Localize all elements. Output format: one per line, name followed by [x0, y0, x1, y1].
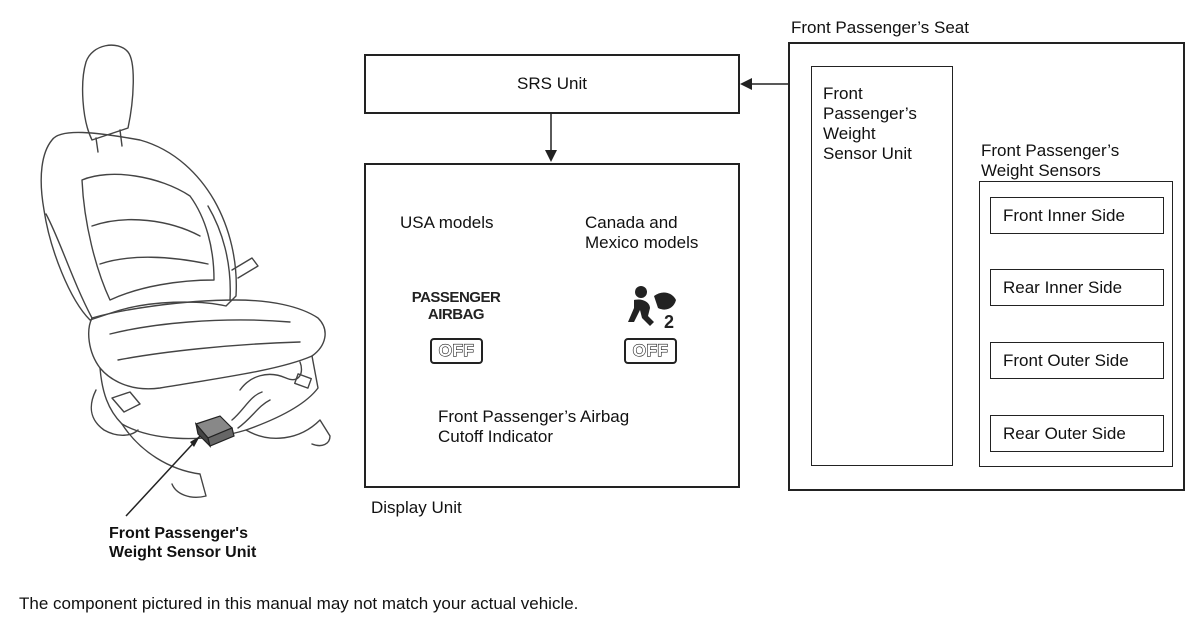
canada-off-indicator: OFF	[624, 338, 677, 364]
srs-unit-box: SRS Unit	[364, 54, 740, 114]
seat-callout-label: Front Passenger's Weight Sensor Unit	[109, 525, 257, 561]
sensor-label: Front Inner Side	[1003, 205, 1125, 225]
weight-sensor-unit-label: Front Passenger’s Weight Sensor Unit	[823, 84, 917, 163]
weight-sensors-title: Front Passenger’s Weight Sensors	[981, 141, 1120, 180]
sensor-label: Rear Outer Side	[1003, 423, 1126, 443]
display-unit-label: Display Unit	[371, 498, 462, 517]
sensor-label: Rear Inner Side	[1003, 277, 1123, 297]
passenger-airbag-icon: 2	[628, 286, 676, 332]
disclaimer-text: The component pictured in this manual ma…	[19, 594, 579, 613]
sensor-front-inner-side: Front Inner Side	[990, 197, 1164, 234]
sensor-rear-inner-side: Rear Inner Side	[990, 269, 1164, 306]
canada-mexico-models-label: Canada and Mexico models	[585, 213, 699, 252]
airbag-cutoff-indicator-label: Front Passenger’s Airbag Cutoff Indicato…	[438, 407, 630, 446]
usa-models-label: USA models	[400, 213, 494, 232]
weight-sensor-unit-box	[811, 66, 953, 466]
srs-unit-label: SRS Unit	[517, 74, 587, 93]
usa-off-indicator: OFF	[430, 338, 483, 364]
sensor-rear-outer-side: Rear Outer Side	[990, 415, 1164, 452]
passenger-airbag-text: PASSENGER AIRBAG	[411, 289, 501, 323]
svg-text:2: 2	[664, 312, 674, 332]
seat-title: Front Passenger’s Seat	[791, 18, 969, 37]
sensor-label: Front Outer Side	[1003, 350, 1129, 370]
usa-off-text: OFF	[438, 340, 475, 360]
display-unit-box	[364, 163, 740, 488]
sensor-front-outer-side: Front Outer Side	[990, 342, 1164, 379]
canada-off-text: OFF	[632, 340, 669, 360]
